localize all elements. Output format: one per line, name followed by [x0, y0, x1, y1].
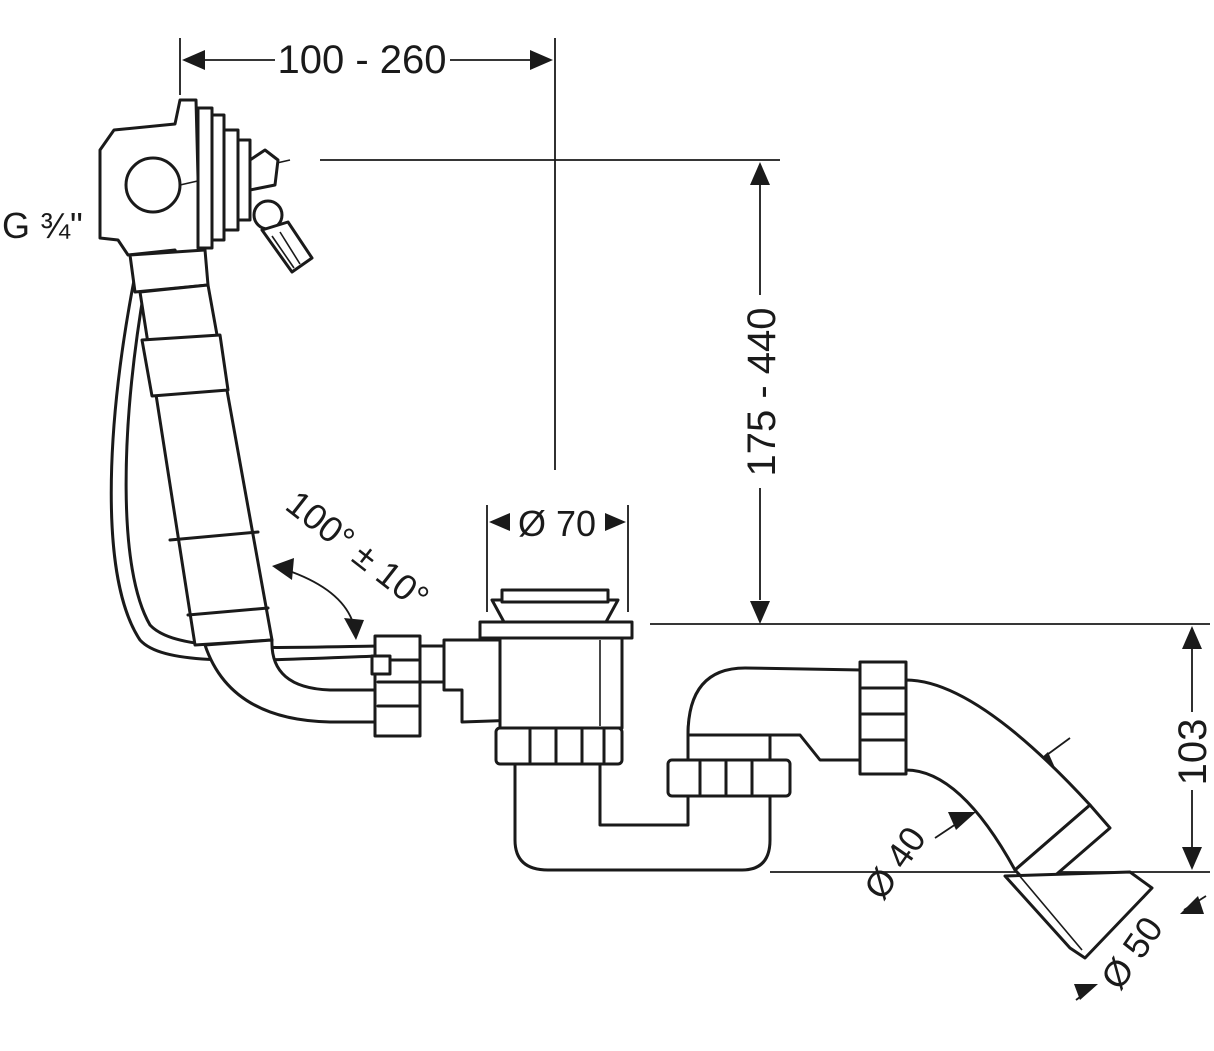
- vertical-height-label: 175 - 440: [740, 307, 784, 476]
- dimension-drain-diameter: Ø 70: [486, 503, 629, 612]
- dimension-angle: 100° ± 10°: [272, 482, 437, 640]
- trap-height-label: 103: [1171, 719, 1214, 786]
- waste-body: [370, 588, 634, 738]
- overflow-assembly: [98, 98, 382, 662]
- pipe-diameter-label: Ø 40: [856, 819, 934, 906]
- dimension-horizontal-reach: 100 - 260: [179, 38, 556, 470]
- angle-label: 100° ± 10°: [279, 482, 437, 618]
- outlet: [858, 660, 1154, 960]
- dimension-vertical-height: 175 - 440: [320, 159, 784, 624]
- dimension-thread-size: G ¾": [2, 205, 200, 246]
- overflow-tube: [138, 283, 387, 724]
- trap: [494, 666, 864, 872]
- dimension-trap-height: 103: [650, 623, 1214, 873]
- thread-size-label: G ¾": [2, 205, 83, 246]
- drain-diameter-label: Ø 70: [518, 503, 596, 544]
- horizontal-reach-label: 100 - 260: [277, 38, 446, 82]
